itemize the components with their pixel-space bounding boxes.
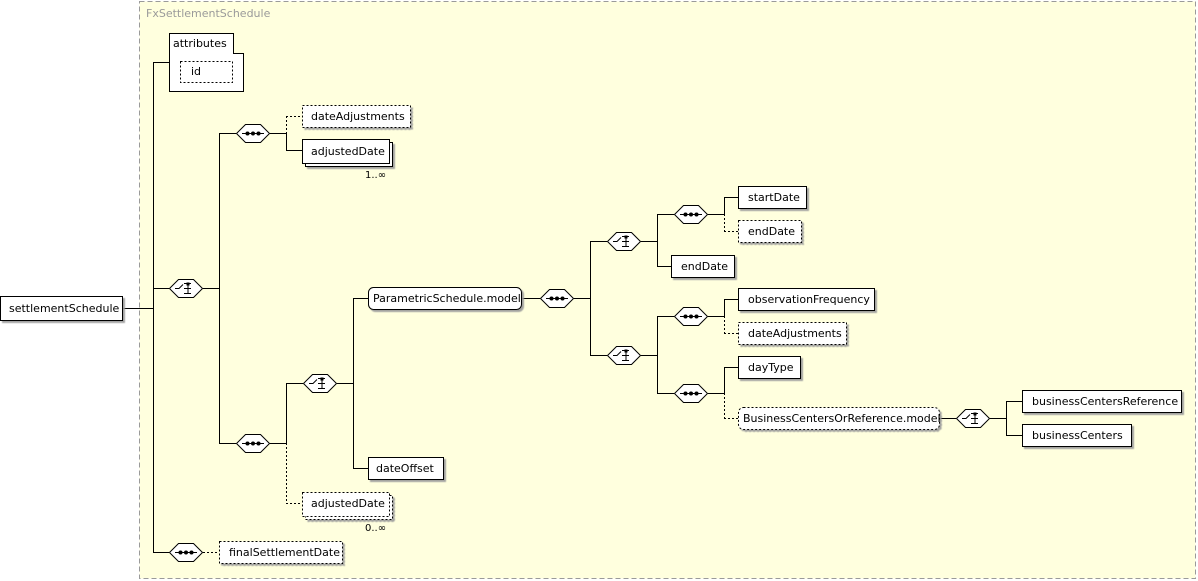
element-business-centers-reference[interactable]: businessCentersReference [1022,390,1182,413]
element-label: endDate [748,225,795,238]
element-label: adjustedDate [311,497,385,510]
sequence-icon [673,307,709,326]
root-element-label: settlementSchedule [9,302,119,315]
attribute-id-label: id [191,65,201,78]
element-start-date[interactable]: startDate [738,186,807,209]
element-business-centers[interactable]: businessCenters [1022,424,1132,447]
element-label: endDate [681,260,728,273]
element-label: businessCentersReference [1032,395,1178,408]
element-date-adjustments[interactable]: dateAdjustments [302,105,411,128]
element-label: dayType [748,361,794,374]
group-parametric-schedule-model[interactable]: ParametricSchedule.model [368,287,522,310]
element-end-date[interactable]: endDate [671,255,735,278]
choice-icon [955,409,991,428]
element-date-offset[interactable]: dateOffset [368,457,444,480]
element-date-adjustments-optional[interactable]: dateAdjustments [738,322,847,345]
attribute-id[interactable]: id [180,61,233,83]
element-label: dateAdjustments [311,110,405,123]
group-label: ParametricSchedule.model [373,292,521,305]
root-element-settlement-schedule[interactable]: settlementSchedule [0,296,123,321]
complex-type-title: FxSettlementSchedule [146,7,271,20]
connector-lines [123,62,1022,553]
sequence-icon [235,124,271,143]
element-label: businessCenters [1032,429,1123,442]
element-final-settlement-date[interactable]: finalSettlementDate [219,541,343,564]
choice-icon [302,374,338,393]
cardinality-label: 0..∞ [365,523,386,534]
choice-icon [168,279,204,298]
attributes-label: attributes [173,37,227,50]
complex-type-frame [139,1,1196,579]
element-label: finalSettlementDate [229,546,340,559]
element-label: observationFrequency [748,293,870,306]
element-label: adjustedDate [311,145,385,158]
element-label: dateOffset [376,462,435,475]
group-business-centers-or-reference-model[interactable]: BusinessCentersOrReference.model [738,407,941,430]
cardinality-label: 1..∞ [365,170,386,181]
element-label: dateAdjustments [748,327,842,340]
choice-icon [606,346,642,365]
element-adjusted-date[interactable]: adjustedDate [302,139,393,167]
sequence-icon [673,205,709,224]
sequence-icon [235,434,271,453]
element-end-date-optional[interactable]: endDate [738,220,802,243]
sequence-icon [673,384,709,403]
sequence-icon [168,543,204,562]
choice-icon [606,232,642,251]
element-adjusted-date-optional[interactable]: adjustedDate [302,492,393,520]
group-label: BusinessCentersOrReference.model [743,412,941,425]
element-label: startDate [748,191,800,204]
element-observation-frequency[interactable]: observationFrequency [738,288,875,311]
element-day-type[interactable]: dayType [738,356,801,379]
sequence-icon [539,289,575,308]
